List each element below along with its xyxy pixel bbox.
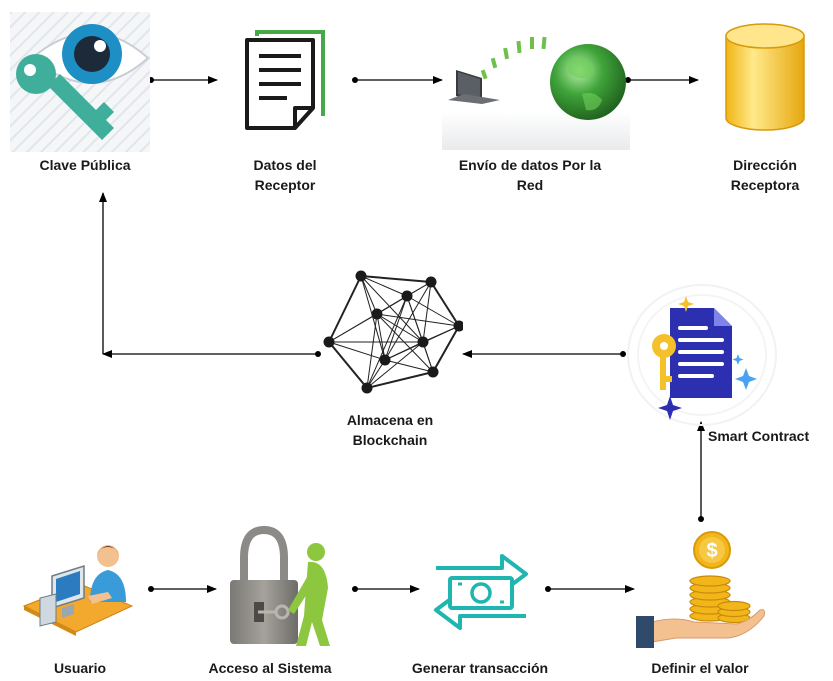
label-direccion-receptora: Dirección Receptora <box>705 155 825 195</box>
label-smart-contract: Smart Contract <box>708 426 833 446</box>
datos-receptor-line2: Receptor <box>254 177 316 193</box>
arrow-blockchain-to-clave <box>99 192 321 358</box>
arrow-clave-to-datos <box>148 76 218 84</box>
label-acceso-sistema: Acceso al Sistema <box>190 658 350 678</box>
laptop-globe-icon <box>442 36 630 150</box>
generar-transaccion-text: Generar transacción <box>411 660 549 676</box>
clave-publica-text: Clave Pública <box>39 157 131 173</box>
arrow-envio-to-direccion <box>625 76 699 84</box>
label-almacena-blockchain: Almacena en Blockchain <box>315 410 465 450</box>
hand-coins-icon: $ <box>636 531 765 648</box>
arrow-acceso-to-generar <box>352 585 420 593</box>
padlock-key-icon <box>230 526 330 646</box>
envio-datos-line1: Envío de datos Por la <box>458 157 602 173</box>
svg-text:$: $ <box>706 540 717 562</box>
arrow-generar-to-definir <box>545 585 635 593</box>
arrow-datos-to-envio <box>352 76 443 84</box>
acceso-sistema-text: Acceso al Sistema <box>208 660 332 676</box>
user-computer-icon <box>22 545 134 636</box>
almacena-line2: Blockchain <box>352 432 428 448</box>
arrow-usuario-to-acceso <box>148 585 217 593</box>
label-usuario: Usuario <box>15 658 145 678</box>
label-generar-transaccion: Generar transacción <box>390 658 570 678</box>
smart-contract-icon <box>627 284 777 426</box>
label-definir-valor: Definir el valor <box>625 658 775 678</box>
usuario-text: Usuario <box>53 660 107 676</box>
document-icon <box>245 30 325 130</box>
smart-contract-text: Smart Contract <box>708 428 810 444</box>
direccion-receptora-line2: Receptora <box>730 177 800 193</box>
datos-receptor-line1: Datos del <box>253 157 317 173</box>
label-datos-receptor: Datos del Receptor <box>210 155 360 195</box>
blockchain-network-icon <box>323 270 463 394</box>
database-cylinder-icon <box>725 23 805 131</box>
arrow-smart-to-blockchain <box>462 350 626 358</box>
envio-datos-line2: Red <box>516 177 544 193</box>
label-clave-publica: Clave Pública <box>10 155 160 175</box>
label-envio-datos: Envío de datos Por la Red <box>430 155 630 195</box>
arrow-definir-to-smart <box>697 421 705 522</box>
definir-valor-text: Definir el valor <box>651 660 749 676</box>
money-transfer-icon <box>434 554 528 630</box>
direccion-receptora-line1: Dirección <box>733 157 797 173</box>
eye-key-icon <box>10 12 150 152</box>
almacena-line1: Almacena en <box>346 412 434 428</box>
